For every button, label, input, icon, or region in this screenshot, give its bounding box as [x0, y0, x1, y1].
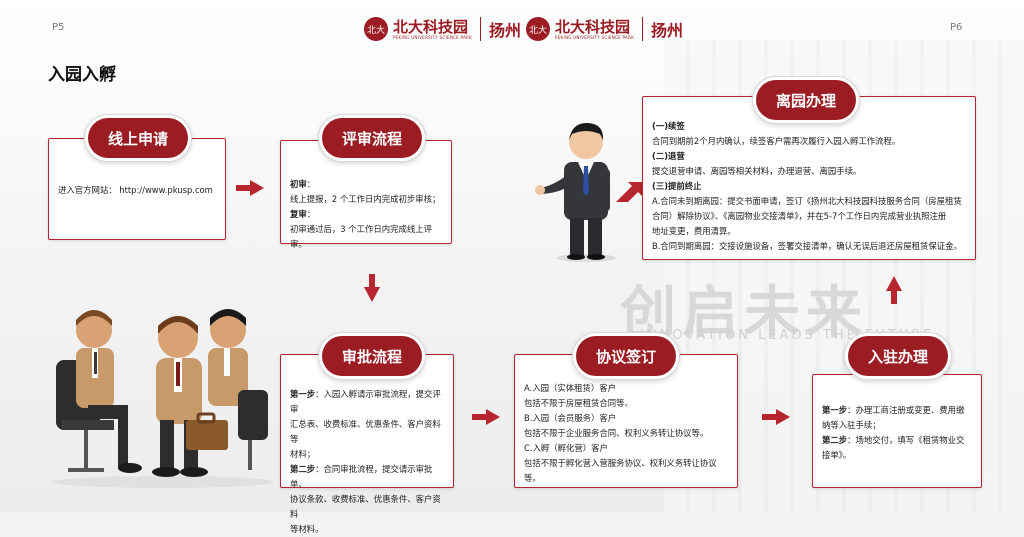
leave-exit-text: 提交退营申请、离园等相关材料，办理退营、离园手续。: [652, 166, 862, 176]
logo-name: 北大科技园: [393, 17, 469, 36]
agreement-line: 包括不限于孵化营入营服务协议、权利义务转让协议等。: [524, 458, 717, 483]
approval-step1-line3: 材料；: [290, 449, 316, 459]
arrow-down-icon: [364, 274, 380, 302]
logo-english: PEKING UNIVERSITY SCIENCE PARK: [393, 34, 473, 40]
online-text: 进入官方网站： http://www.pkusp.com: [58, 185, 213, 195]
logo-english: PEKING UNIVERSITY SCIENCE PARK: [555, 34, 635, 40]
settle-step1-label: 第一步: [822, 405, 848, 415]
arrow-up-icon: [886, 276, 902, 304]
arrow-right-icon: [762, 409, 790, 425]
leave-early-b: B.合同到期离园：交接设施设备，签署交接清单，确认无误后退还房屋租赁保证金。: [652, 241, 962, 251]
approval-step2-line3: 等材料。: [290, 524, 324, 534]
agreement-line: 包括不限于企业服务合同、权利义务转让协议等。: [524, 428, 709, 438]
approval-title: 审批流程: [322, 336, 422, 376]
agreement-line: C.入孵（孵化营）客户: [524, 443, 608, 453]
leave-early-a2: 合同）解除协议》、《离园物业交接清单》，并在5-7个工作日内完成营业执照注册: [652, 211, 947, 221]
page-title: 入园入孵: [48, 65, 116, 85]
online-title: 线上申请: [88, 118, 188, 158]
review-second-text: 初审通过后，3 个工作日内完成线上评审。: [290, 224, 432, 249]
leave-exit-label: (二)退营: [652, 151, 685, 161]
review-initial-label: 初审: [290, 179, 307, 189]
leave-renew-text: 合同到期前2个月内确认，续签客户需再次履行入园入孵工作流程。: [652, 136, 901, 146]
settle-step1-line2: 纳等入驻手续；: [822, 420, 881, 430]
settle-step2-label: 第二步: [822, 435, 848, 445]
review-initial-text: 线上提报，2 个工作日内完成初步审核；: [290, 194, 441, 204]
agreement-line: B.入园（会员服务）客户: [524, 413, 617, 423]
review-title: 评审流程: [322, 118, 422, 158]
leave-early-label: (三)提前终止: [652, 181, 702, 191]
leave-title: 离园办理: [756, 80, 856, 120]
approval-step1-text: ：入园入孵请示审批流程，提交评审: [290, 389, 441, 414]
logo-divider: [480, 17, 482, 41]
settle-title: 入驻办理: [848, 336, 948, 376]
page-number-left: P5: [52, 22, 65, 33]
arrow-right-icon: [472, 409, 500, 425]
approval-step1-label: 第一步: [290, 389, 316, 399]
settle-step2-line2: 接单》。: [822, 450, 852, 460]
logo-divider: [642, 17, 644, 41]
logo-city: 扬州: [489, 21, 522, 40]
businessman-illustration: [535, 122, 616, 262]
arrow-right-icon: [236, 180, 264, 196]
approval-step1-line2: 汇总表、收费标准、优惠条件、客户资料等: [290, 419, 441, 444]
arrow-diagonal-icon: [616, 182, 642, 202]
meeting-people-illustration: [53, 309, 273, 488]
agreement-title: 协议签订: [576, 336, 676, 376]
watermark-text: 创启未来: [620, 281, 868, 346]
logo-city: 扬州: [651, 21, 684, 40]
approval-step2-text: ：合同审批流程，提交请示审批单、: [290, 464, 433, 489]
logo-name: 北大科技园: [555, 17, 631, 36]
seal-icon: 北大: [364, 17, 388, 41]
settle-step2-text: ：场地交付，填写《租赁物业交: [847, 435, 965, 445]
agreement-line: 包括不限于房屋租赁合同等。: [524, 398, 633, 408]
leave-renew-label: (一)续签: [652, 121, 685, 131]
settle-card: 第一步：办理工商注册或变更、费用缴 纳等入驻手续； 第二步：场地交付，填写《租赁…: [812, 374, 982, 488]
logo-left: 北大 北大科技园 PEKING UNIVERSITY SCIENCE PARK …: [364, 14, 521, 44]
leave-early-a1: A.合同未到期离园：提交书面申请，签订《扬州北大科技园科技服务合同（房屋租赁: [652, 196, 962, 206]
page-number-right: P6: [950, 22, 963, 33]
logo-right: 北大 北大科技园 PEKING UNIVERSITY SCIENCE PARK …: [526, 14, 683, 44]
approval-card: 第一步：入园入孵请示审批流程，提交评审 汇总表、收费标准、优惠条件、客户资料等 …: [280, 354, 454, 534]
seal-icon: 北大: [526, 17, 550, 41]
approval-step2-label: 第二步: [290, 464, 316, 474]
agreement-line: A.入园（实体租赁）客户: [524, 383, 616, 393]
leave-card: (一)续签 合同到期前2个月内确认，续签客户需再次履行入园入孵工作流程。 (二)…: [642, 96, 976, 260]
settle-step1-text: ：办理工商注册或变更、费用缴: [847, 405, 965, 415]
approval-step2-line2: 协议条款、收费标准、优惠条件、客户资料: [290, 494, 441, 519]
review-second-label: 复审: [290, 209, 307, 219]
leave-early-a3: 地址变更，费用清算。: [652, 226, 736, 236]
